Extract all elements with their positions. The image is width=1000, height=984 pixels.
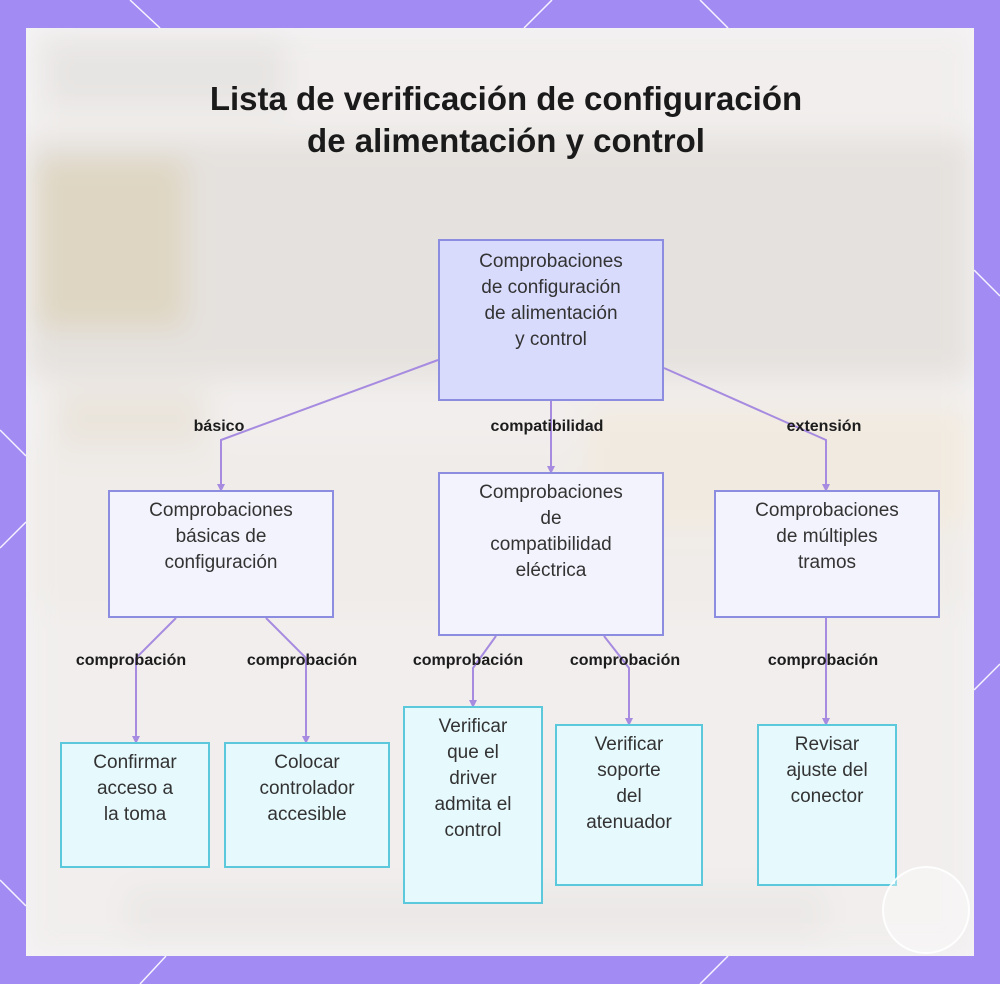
edge-root-basico xyxy=(221,360,438,490)
edge-label-comprobacion: comprobación xyxy=(247,652,357,670)
diagram-panel: Lista de verificación de configuración d… xyxy=(26,28,974,956)
edge-basico-controlador xyxy=(266,618,306,742)
edge-label-comprobacion: comprobación xyxy=(570,652,680,670)
edge-label-compatibilidad: compatibilidad xyxy=(491,418,604,436)
edge-label-basico: básico xyxy=(194,418,245,436)
edge-label-comprobacion: comprobación xyxy=(413,652,523,670)
leaf-verificar-atenuador: Verificar soporte del atenuador xyxy=(555,724,703,886)
leaf-revisar-conector: Revisar ajuste del conector xyxy=(757,724,897,886)
leaf-colocar-controlador: Colocar controlador accesible xyxy=(224,742,390,868)
watermark-badge xyxy=(882,866,970,954)
edge-label-comprobacion: comprobación xyxy=(768,652,878,670)
node-basicas: Comprobaciones básicas de configuración xyxy=(108,490,334,618)
edge-label-comprobacion: comprobación xyxy=(76,652,186,670)
root-node: Comprobaciones de configuración de alime… xyxy=(438,239,664,401)
edge-basico-toma xyxy=(136,618,176,742)
leaf-verificar-driver: Verificar que el driver admita el contro… xyxy=(403,706,543,904)
edge-compat-driver xyxy=(473,636,496,706)
node-compatibilidad: Comprobaciones de compatibilidad eléctri… xyxy=(438,472,664,636)
leaf-confirmar-toma: Confirmar acceso a la toma xyxy=(60,742,210,868)
node-multiples-tramos: Comprobaciones de múltiples tramos xyxy=(714,490,940,618)
edge-compat-atenuador xyxy=(604,636,629,724)
edge-label-extension: extensión xyxy=(787,418,862,436)
